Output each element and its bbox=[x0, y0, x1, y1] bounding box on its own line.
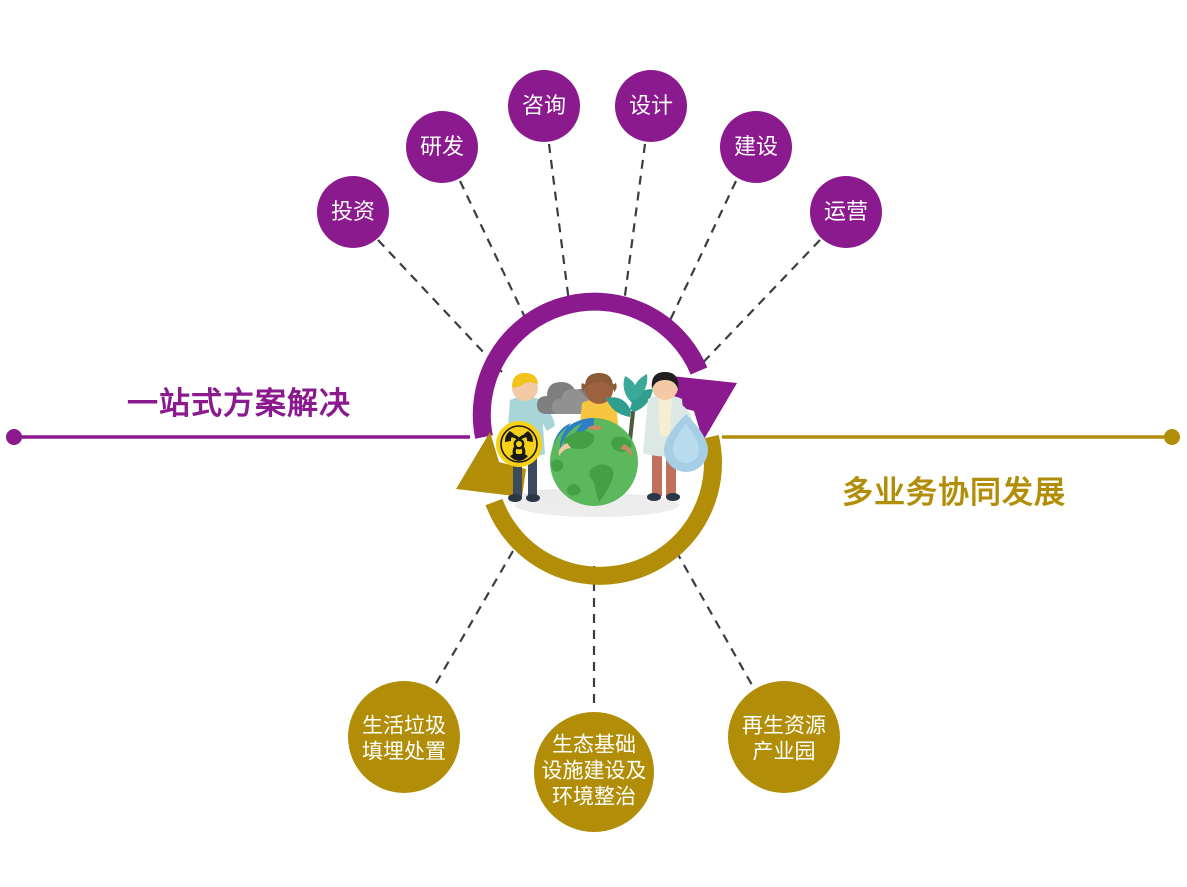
node-construction[interactable]: 建设 bbox=[720, 111, 792, 183]
connector-recycling-park bbox=[675, 550, 753, 686]
water-droplet-icon bbox=[664, 414, 708, 472]
right-side-label: 多业务协同发展 bbox=[842, 475, 1066, 510]
node-consulting-label: 咨询 bbox=[522, 93, 566, 118]
node-design-label: 设计 bbox=[629, 93, 673, 118]
connector-landfill bbox=[434, 550, 514, 686]
holding-hands-icon bbox=[558, 425, 633, 457]
node-design[interactable]: 设计 bbox=[615, 70, 687, 142]
axis-group bbox=[6, 429, 1180, 445]
top-node-group: 投资 研发 咨询 设计 建设 运营 bbox=[317, 70, 882, 248]
left-axis-dot bbox=[6, 429, 22, 445]
node-landfill-label-line2: 填埋处置 bbox=[362, 741, 446, 764]
biohazard-badge-icon bbox=[496, 421, 542, 467]
node-operation[interactable]: 运营 bbox=[810, 176, 882, 248]
node-eco-infrastructure-label-line3: 环境整治 bbox=[552, 786, 636, 809]
node-eco-infrastructure-label-line2: 设施建设及 bbox=[542, 760, 647, 783]
connector-operation bbox=[693, 239, 821, 373]
node-landfill[interactable]: 生活垃圾 填埋处置 bbox=[348, 681, 460, 793]
node-recycling-park-label-line1: 再生资源 bbox=[742, 715, 826, 738]
node-landfill-label-line1: 生活垃圾 bbox=[362, 715, 446, 738]
bottom-node-group: 生活垃圾 填埋处置 生态基础 设施建设及 环境整治 再生资源 产业园 bbox=[348, 681, 840, 832]
connector-rnd bbox=[459, 180, 532, 331]
bottom-connectors bbox=[434, 550, 753, 710]
purple-cycle-arrow bbox=[472, 292, 737, 441]
node-construction-label: 建设 bbox=[734, 134, 778, 159]
node-recycling-park-label-line2: 产业园 bbox=[753, 741, 816, 764]
connector-consulting bbox=[547, 143, 573, 319]
gold-cycle-arrow bbox=[456, 432, 722, 585]
connector-investment bbox=[377, 239, 503, 373]
node-eco-infrastructure[interactable]: 生态基础 设施建设及 环境整治 bbox=[534, 712, 654, 832]
connector-construction bbox=[664, 180, 737, 332]
node-recycling-park[interactable]: 再生资源 产业园 bbox=[728, 681, 840, 793]
node-eco-infrastructure-label-line1: 生态基础 bbox=[552, 734, 636, 757]
right-axis-dot bbox=[1164, 429, 1180, 445]
connector-design bbox=[620, 143, 647, 319]
node-rnd-label: 研发 bbox=[420, 134, 464, 159]
node-operation-label: 运营 bbox=[824, 199, 868, 224]
node-investment[interactable]: 投资 bbox=[317, 176, 389, 248]
environment-people-globe-illustration bbox=[496, 372, 708, 517]
node-consulting[interactable]: 咨询 bbox=[508, 70, 580, 142]
node-investment-label: 投资 bbox=[331, 199, 375, 224]
node-rnd[interactable]: 研发 bbox=[406, 111, 478, 183]
globe-icon bbox=[550, 418, 638, 506]
green-leaf-icon bbox=[606, 374, 653, 452]
left-side-label: 一站式方案解决 bbox=[127, 386, 351, 421]
top-connectors bbox=[377, 143, 821, 373]
